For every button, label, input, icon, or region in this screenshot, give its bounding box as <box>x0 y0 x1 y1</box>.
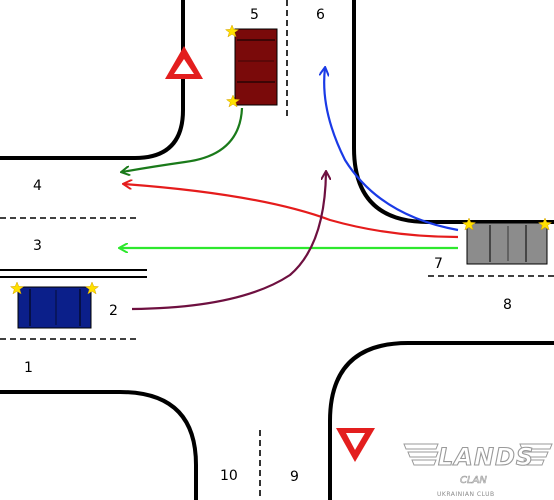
wing-icon <box>403 443 553 466</box>
lane-number-5: 5 <box>250 7 259 23</box>
path-maroon <box>131 172 326 311</box>
lane-number-1: 1 <box>24 360 33 376</box>
movement-paths <box>120 68 459 311</box>
lane-number-9: 9 <box>290 469 299 485</box>
turn-signal-icon <box>9 281 100 295</box>
logo-title: LANDS <box>438 443 534 471</box>
lane-number-3: 3 <box>33 238 42 254</box>
curb-bottom-left <box>0 390 198 500</box>
lane-number-4: 4 <box>33 178 42 194</box>
double-centre-line <box>0 269 147 278</box>
red-car <box>224 24 278 108</box>
path-red <box>124 184 459 239</box>
lane-number-2: 2 <box>109 303 118 319</box>
lane-number-10: 10 <box>220 468 238 484</box>
yield-sign-bottom <box>336 428 375 462</box>
turn-signal-icon <box>224 24 241 108</box>
curb-bottom-right <box>328 341 554 500</box>
curb-top-right <box>352 0 554 224</box>
blue-car <box>9 281 100 329</box>
lane-number-6: 6 <box>316 7 325 23</box>
curb-top-left <box>0 0 185 160</box>
path-blue <box>324 68 459 232</box>
logo-tagline: UKRAINIAN CLUB <box>437 491 495 498</box>
lane-numbers: 1 2 3 4 5 6 7 8 9 10 <box>24 7 512 485</box>
logo-subtitle: CLAN <box>460 475 487 486</box>
path-green <box>122 107 244 172</box>
clan-logo: LANDS CLAN UKRAINIAN CLUB <box>403 442 553 498</box>
lane-number-7: 7 <box>434 256 443 272</box>
turn-signal-icon <box>461 217 553 231</box>
grey-car <box>461 217 553 265</box>
yield-sign-top <box>165 46 203 79</box>
lane-number-8: 8 <box>503 297 512 313</box>
